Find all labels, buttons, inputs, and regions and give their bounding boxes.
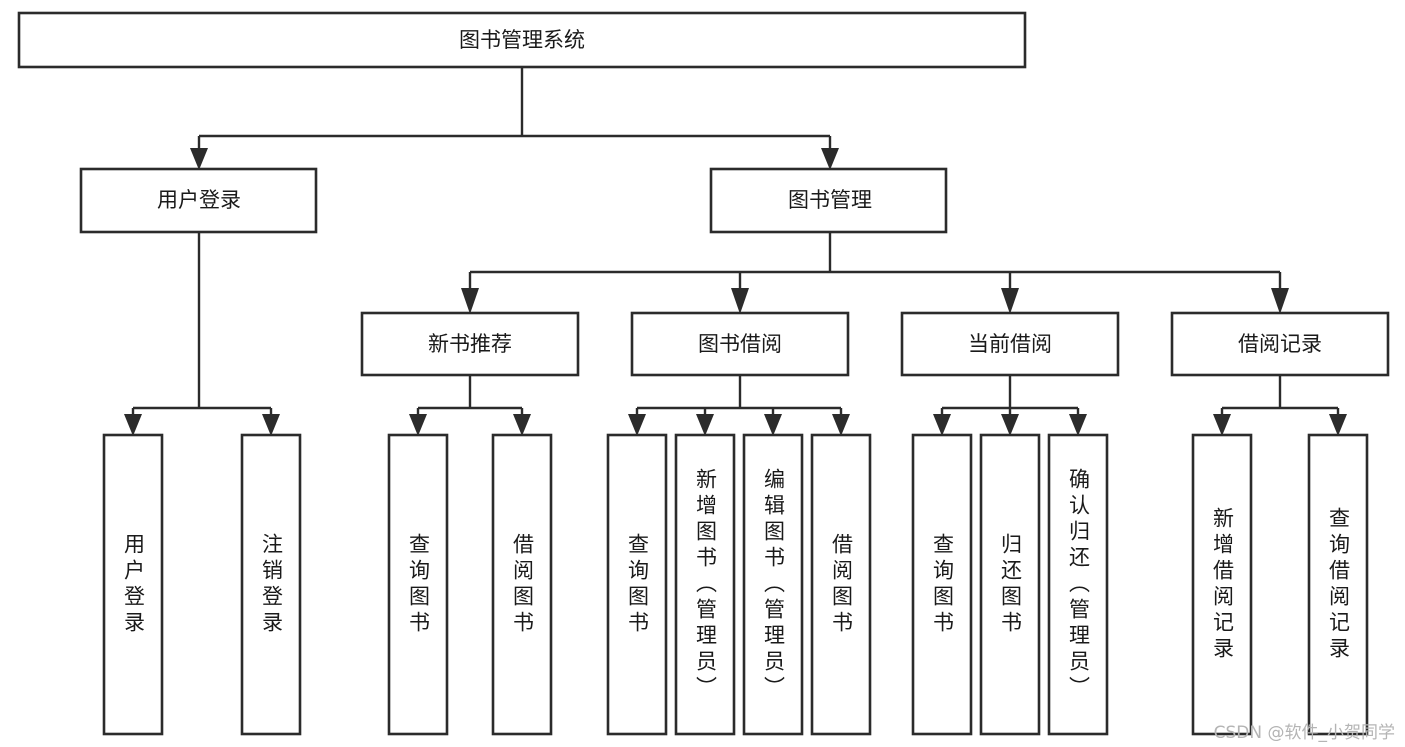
- node-user-login[interactable]: 用户登录: [79, 167, 318, 234]
- connector-userlogin-to-leaves: [131, 232, 273, 418]
- connector-group: [124, 67, 1347, 436]
- leaf-user-logout-label: 注销登录: [259, 532, 284, 637]
- connector-root-to-level2: [197, 67, 832, 152]
- node-new-book-recommend[interactable]: 新书推荐: [360, 311, 580, 377]
- leaf-query-book-2-box[interactable]: [606, 433, 668, 736]
- node-borrow-record[interactable]: 借阅记录: [1170, 311, 1390, 377]
- arrow-to-leaf-edit-book: [764, 414, 782, 436]
- arrow-to-new-book-recommend: [461, 288, 479, 314]
- leaf-add-record-box[interactable]: [1191, 433, 1253, 736]
- leaf-query-book-1-label: 查询图书: [406, 532, 431, 637]
- leaf-query-book-2-label: 查询图书: [625, 532, 650, 637]
- node-root[interactable]: 图书管理系统: [17, 11, 1027, 69]
- node-borrow-record-label: 借阅记录: [1238, 332, 1322, 356]
- arrow-to-leaf-query-book-2: [628, 414, 646, 436]
- leaf-add-book-box[interactable]: [674, 433, 736, 736]
- node-root-label: 图书管理系统: [459, 28, 585, 52]
- node-book-borrow-label: 图书借阅: [698, 332, 782, 356]
- connector-borrowrecord-to-leaves: [1220, 375, 1340, 418]
- node-book-borrow-box[interactable]: [630, 311, 850, 377]
- arrow-to-current-borrow: [1001, 288, 1019, 314]
- arrow-root-to-user-login: [190, 148, 208, 170]
- arrow-to-leaf-return-book: [1001, 414, 1019, 436]
- leaf-add-book-label: 新增图书（管理员）: [693, 467, 718, 702]
- node-user-login-box[interactable]: [79, 167, 318, 234]
- leaf-query-record-box[interactable]: [1307, 433, 1369, 736]
- arrow-to-leaf-query-record: [1329, 414, 1347, 436]
- leaf-add-record-label: 新增借阅记录: [1210, 506, 1235, 663]
- node-book-management-box[interactable]: [709, 167, 948, 234]
- leaf-return-book-label: 归还图书: [998, 532, 1023, 637]
- node-book-management[interactable]: 图书管理: [709, 167, 948, 234]
- leaf-user-login-box[interactable]: [102, 433, 164, 736]
- connector-bookborrow-to-leaves: [635, 375, 843, 418]
- arrow-to-leaf-query-book-1: [409, 414, 427, 436]
- leaf-box-group: [102, 433, 1369, 736]
- arrow-to-leaf-borrow-book-1: [513, 414, 531, 436]
- arrow-to-leaf-user-login: [124, 414, 142, 436]
- arrow-root-to-book-management: [821, 148, 839, 170]
- node-book-borrow[interactable]: 图书借阅: [630, 311, 850, 377]
- node-user-login-label: 用户登录: [157, 188, 241, 212]
- leaf-query-book-1-box[interactable]: [387, 433, 449, 736]
- leaf-user-logout-box[interactable]: [240, 433, 302, 736]
- node-borrow-record-box[interactable]: [1170, 311, 1390, 377]
- node-current-borrow-label: 当前借阅: [968, 332, 1052, 356]
- arrow-to-leaf-query-book-3: [933, 414, 951, 436]
- arrow-to-leaf-add-book: [696, 414, 714, 436]
- leaf-confirm-return-label: 确认归还（管理员）: [1066, 467, 1091, 702]
- csdn-watermark: CSDN @软件_小贺同学: [1213, 723, 1395, 743]
- node-new-book-recommend-box[interactable]: [360, 311, 580, 377]
- node-book-management-label: 图书管理: [788, 188, 872, 212]
- connector-newbook-to-leaves: [416, 375, 524, 418]
- arrow-to-leaf-borrow-book-2: [832, 414, 850, 436]
- leaf-borrow-book-1-label: 借阅图书: [510, 532, 535, 637]
- arrow-to-leaf-confirm-return: [1069, 414, 1087, 436]
- leaf-query-book-3-label: 查询图书: [930, 532, 955, 637]
- arrow-to-leaf-user-logout: [262, 414, 280, 436]
- leaf-borrow-book-2-box[interactable]: [810, 433, 872, 736]
- connector-currentborrow-to-leaves: [940, 375, 1080, 418]
- leaf-edit-book-box[interactable]: [742, 433, 804, 736]
- node-current-borrow[interactable]: 当前借阅: [900, 311, 1120, 377]
- leaf-query-record-label: 查询借阅记录: [1326, 506, 1351, 663]
- arrow-to-borrow-record: [1271, 288, 1289, 314]
- arrow-to-leaf-add-record: [1213, 414, 1231, 436]
- leaf-user-login-label: 用户登录: [121, 532, 146, 637]
- arrow-to-book-borrow: [731, 288, 749, 314]
- leaf-borrow-book-2-label: 借阅图书: [829, 532, 854, 637]
- leaf-return-book-box[interactable]: [979, 433, 1041, 736]
- node-new-book-recommend-label: 新书推荐: [428, 332, 512, 356]
- leaf-confirm-return-box[interactable]: [1047, 433, 1109, 736]
- leaf-borrow-book-1-box[interactable]: [491, 433, 553, 736]
- node-current-borrow-box[interactable]: [900, 311, 1120, 377]
- leaf-edit-book-label: 编辑图书（管理员）: [761, 467, 786, 702]
- node-root-box[interactable]: [17, 11, 1027, 69]
- leaf-query-book-3-box[interactable]: [911, 433, 973, 736]
- connector-bookmgmt-to-level3: [468, 232, 1282, 292]
